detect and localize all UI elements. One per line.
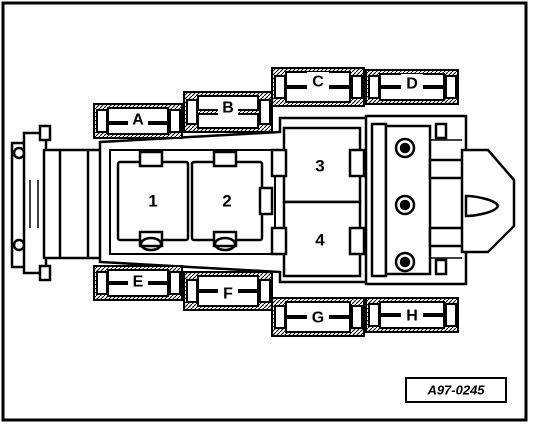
- terminal-block: [364, 114, 468, 286]
- label-backgrounds: [128, 72, 423, 328]
- fuse-holder-e-shape: [93, 265, 183, 301]
- relay-4-label: 4: [315, 231, 325, 250]
- fuse-holder-b-label: B: [222, 100, 234, 117]
- fuse-holder-a-label: A: [132, 112, 144, 129]
- relay-bank-right: [270, 126, 366, 278]
- relay-3-label: 3: [315, 157, 324, 176]
- fuse-holder-d-label: D: [406, 76, 418, 93]
- fuse-holder-f-shape: [183, 271, 273, 311]
- reference-code-box: [405, 377, 507, 403]
- fuse-holder-f-label: F: [223, 286, 233, 303]
- relay-2-label: 2: [222, 192, 231, 211]
- latch-tongue: [460, 148, 516, 254]
- left-connector: [10, 124, 106, 282]
- relay-1-label: 1: [148, 192, 157, 211]
- fuse-holder-e-label: E: [133, 274, 144, 291]
- reference-code: A97-0245: [426, 383, 485, 398]
- fuse-holder-g-label: G: [312, 310, 324, 327]
- relay-bank-left: [116, 150, 274, 252]
- outer-frame: [1, 1, 528, 422]
- fuse-holder-c-label: C: [312, 74, 324, 91]
- fuse-holder-h-label: H: [406, 308, 418, 325]
